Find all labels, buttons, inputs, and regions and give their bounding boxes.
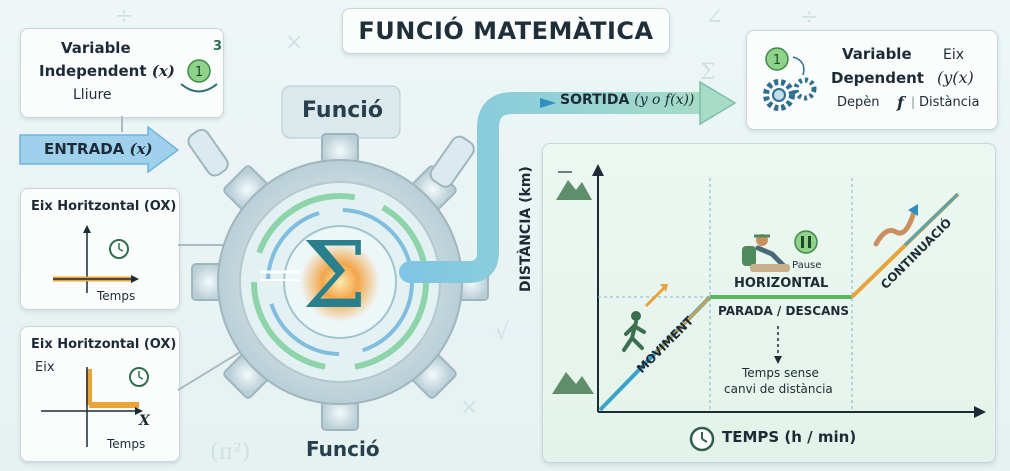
wavy-arrow-icon xyxy=(873,209,917,247)
pause-icon xyxy=(794,230,818,254)
dependent-dist: Distància xyxy=(919,95,980,110)
dependent-depen: Depèn xyxy=(837,95,880,110)
segment-sublabel-parada: PARADA / DESCANS xyxy=(718,304,850,318)
axis-box-2-title: Eix Horitzontal (OX) xyxy=(31,337,177,352)
axis-box-1: Eix Horitzontal (OX) Temps xyxy=(20,188,180,310)
dependent-var: (y(x) xyxy=(937,68,974,87)
bg-symbol: × xyxy=(460,395,479,420)
bg-symbol: Σ xyxy=(700,60,716,85)
dependent-sep: | xyxy=(911,95,916,109)
bg-symbol: ÷ xyxy=(115,4,134,29)
dependent-line1: Variable xyxy=(842,45,912,63)
axis-box-2: Eix Horitzontal (OX) Eix X Temps xyxy=(20,326,180,462)
walking-person-icon xyxy=(622,284,668,352)
bg-symbol: × xyxy=(285,30,304,55)
axis-box-2-ylabel: Eix xyxy=(35,360,55,375)
axis-box-2-xlabel: Temps xyxy=(107,437,146,451)
chart-panel xyxy=(542,143,996,463)
gear-bottom-label: Funció xyxy=(306,437,380,461)
mountain-icon xyxy=(556,180,592,200)
sigma-symbol: Σ xyxy=(302,222,368,329)
pause-label: Pause xyxy=(792,260,822,271)
input-arrow xyxy=(19,125,180,174)
output-label: SORTIDA (y o f(x)) xyxy=(560,92,695,108)
axis-box-2-xvar: X xyxy=(139,413,150,429)
svg-text:1: 1 xyxy=(773,53,781,68)
cycle-icon: 1 xyxy=(180,59,218,93)
bg-symbol: ÷ xyxy=(800,5,819,30)
annotation-line1: Temps sense xyxy=(742,366,819,380)
independent-line3: Lliure xyxy=(73,87,112,103)
segment-label-horizontal: HORIZONTAL xyxy=(734,276,829,291)
annotation-line2: canvi de distància xyxy=(724,382,833,396)
independent-line2: Independent (x) xyxy=(39,62,175,80)
dependent-f: f xyxy=(897,93,904,112)
dependent-line2: Dependent xyxy=(831,69,924,87)
output-arrowhead xyxy=(699,80,737,126)
y-axis-label: DISTÀNCIA (km) xyxy=(518,166,534,292)
mountain-icon xyxy=(552,372,594,394)
gear-top-label: Funció xyxy=(302,98,383,123)
gear xyxy=(191,133,489,431)
svg-text:1: 1 xyxy=(195,65,203,80)
x-axis-label: TEMPS (h / min) xyxy=(722,428,857,446)
bg-symbol: √ xyxy=(495,320,510,345)
independent-variable-card: Variable Independent (x) Lliure 3 1 xyxy=(20,28,224,118)
output-tube xyxy=(429,135,475,188)
axis-box-2-graph xyxy=(41,367,149,447)
bg-symbol: (π²) xyxy=(210,440,251,465)
axis-box-1-xlabel: Temps xyxy=(97,289,136,303)
clock-icon xyxy=(689,426,715,452)
bg-symbol: ∠ xyxy=(705,5,724,30)
output-pipe xyxy=(399,92,711,283)
input-label: ENTRADA (x) xyxy=(44,140,153,158)
input-tube xyxy=(187,128,229,177)
dependent-eix: Eix xyxy=(943,47,965,63)
resting-hiker-icon xyxy=(742,234,790,272)
page-title: FUNCIÓ MATEMÀTICA xyxy=(342,8,670,54)
badge-number: 3 xyxy=(213,39,223,54)
independent-line1: Variable xyxy=(61,39,131,57)
gears-icon: 1 xyxy=(763,47,817,111)
axis-box-1-title: Eix Horitzontal (OX) xyxy=(31,199,177,214)
axis-box-1-graph xyxy=(53,225,139,293)
dependent-variable-card: 1 Variable Dependent Eix (y(x) Depèn f |… xyxy=(746,30,998,130)
